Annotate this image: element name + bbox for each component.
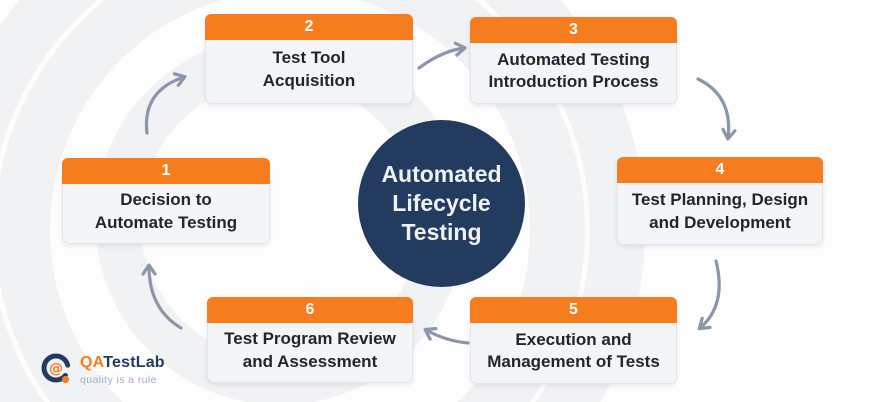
step-label: Test Planning, Design and Development [618,183,822,244]
step-label: Automated Testing Introduction Process [471,43,676,103]
at-glyph: @ [49,361,63,377]
step-label-line: and Development [649,212,791,232]
step-label: Test Program Review and Assessment [208,323,412,382]
qatestlab-logo: @ QATestLab quality is a rule [41,352,165,388]
step-number-badge: 3 [470,17,677,43]
step-label-line: and Assessment [242,351,378,371]
step-number-badge: 6 [207,297,413,323]
step-label-line: Management of Tests [487,352,660,371]
step-label-line: Acquisition [262,70,356,90]
brand-tagline: quality is a rule [80,373,157,386]
step-number-badge: 5 [470,297,677,323]
step-card-6: 6 Test Program Review and Assessment [207,297,413,383]
step-label-line: Decision to [120,190,212,210]
step-number-badge: 1 [62,158,270,184]
brand-testlab: TestLab [103,354,165,371]
center-title-line: Testing [401,218,482,245]
step-card-2: 2 Test Tool Acquisition [205,14,413,104]
arrow-3-to-4 [696,77,737,141]
step-card-1: 1 Decision to Automate Testing [62,158,270,244]
step-label-line: Test Tool [272,48,346,68]
step-label: Test Tool Acquisition [206,40,412,103]
step-card-5: 5 Execution and Management of Tests [470,297,677,384]
logo-dot [61,375,70,384]
step-number-badge: 4 [617,157,823,183]
step-label-line: Automate Testing [94,212,238,232]
step-label-line: Execution and [515,329,632,349]
center-title-line: Lifecycle [392,190,491,217]
brand-name: QATestLab [80,354,165,372]
step-card-3: 3 Automated Testing Introduction Process [470,17,677,104]
step-label-line: Introduction Process [488,72,659,91]
step-label-line: Test Program Review [224,329,396,349]
step-label-line: Automated Testing [497,49,650,69]
qatestlab-at-icon: @ [41,353,71,384]
step-card-4: 4 Test Planning, Design and Development [617,157,823,245]
step-number-badge: 2 [205,14,413,40]
step-label: Execution and Management of Tests [471,323,676,383]
center-title-circle: Automated Lifecycle Testing [358,120,525,287]
brand-qa: QA [80,354,104,371]
step-label-line: Test Planning, Design [631,190,809,210]
arrow-4-to-5 [697,259,721,331]
logo-text: QATestLab quality is a rule [80,352,165,386]
center-title-line: Automated [381,161,502,188]
step-label: Decision to Automate Testing [63,184,269,243]
